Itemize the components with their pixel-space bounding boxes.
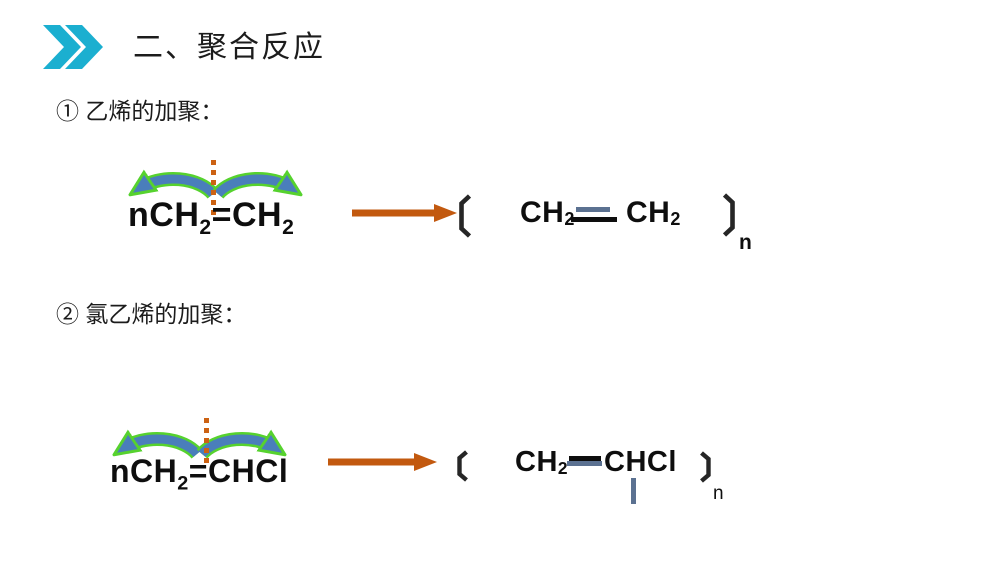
carbon-chlorine-bond-line [631, 478, 636, 504]
reaction-1-product: CH2 CH2 n [456, 190, 776, 260]
polymer-bracket-left-icon [457, 450, 468, 482]
formula-subscript: 2 [564, 209, 575, 230]
carbon-carbon-bond-line [571, 217, 617, 222]
slide-title: 二、聚合反应 [133, 31, 325, 64]
repeat-unit-1: CH2 [520, 196, 575, 230]
reaction-1-reactant-formula: nCH2=CH2 [128, 198, 294, 238]
polymerization-degree-n: n [713, 483, 724, 504]
repeat-unit-2: CHCl [604, 448, 677, 477]
formula-segment: nCH [128, 196, 200, 234]
reaction-arrow-icon [352, 204, 457, 222]
item-1-label: ① 乙烯的加聚： [56, 98, 224, 124]
bond-break-dotted-line [211, 160, 216, 217]
formula-segment: CHCl [604, 446, 677, 478]
item-2-label: ② 氯乙烯的加聚： [56, 301, 247, 327]
polymer-bracket-right-icon [700, 451, 711, 483]
formula-segment: nCH [110, 453, 178, 489]
formula-subscript: 2 [282, 216, 295, 239]
double-chevron-icon [43, 25, 103, 69]
polymer-bracket-right-icon [722, 193, 735, 237]
formula-segment: =CH [211, 196, 283, 234]
bond-break-dotted-line [204, 418, 209, 463]
reaction-2-reactant-formula: nCH2=CHCl [110, 455, 288, 494]
repeat-unit-1: CH2 [515, 448, 568, 478]
formula-subscript: 2 [670, 209, 681, 230]
breaking-double-bond-lower-line [567, 461, 602, 466]
carbon-carbon-bond-line [569, 456, 601, 461]
pi-bond-curved-arrows-icon [102, 417, 297, 459]
formula-subscript: 2 [177, 472, 189, 495]
formula-segment: CH [520, 196, 565, 229]
formula-segment: CH [515, 446, 558, 478]
polymer-bracket-left-icon [459, 194, 472, 238]
repeat-unit-2: CH2 [626, 196, 681, 230]
formula-segment: =CHCl [188, 453, 289, 489]
reaction-1-reactant: nCH2=CH2 [118, 157, 438, 242]
reaction-2-product: CH2 CHCl n [455, 444, 755, 514]
formula-subscript: 2 [557, 458, 569, 479]
formula-segment: CH [626, 196, 671, 229]
pi-bond-curved-arrows-icon [118, 157, 313, 199]
reaction-2-reactant: nCH2=CHCl [102, 417, 422, 502]
breaking-double-bond-upper-line [576, 207, 610, 212]
polymerization-degree-n: n [739, 231, 752, 254]
formula-subscript: 2 [199, 216, 212, 239]
reaction-arrow-icon [328, 453, 437, 471]
